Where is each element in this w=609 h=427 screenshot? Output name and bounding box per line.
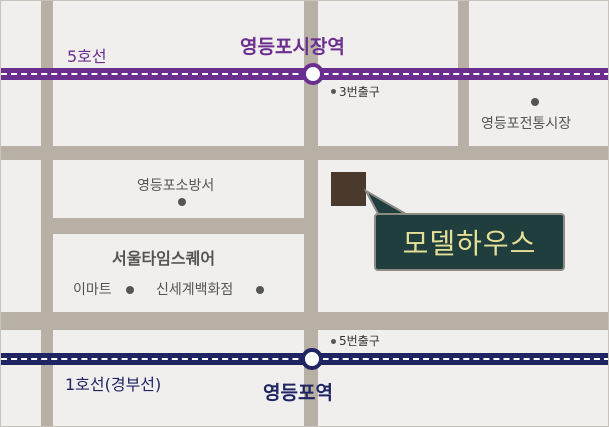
model-house-label-box: 모델하우스 — [374, 213, 565, 271]
line-5-label: 5호선 — [67, 47, 107, 66]
shinsegae-dot — [256, 286, 264, 294]
exit-3-dot — [331, 89, 336, 94]
road-horizontal-middle — [53, 218, 304, 234]
market-label: 영등포전통시장 — [481, 116, 572, 132]
model-house-label: 모델하우스 — [402, 227, 537, 260]
station-marker-yeongdeungpo — [301, 348, 323, 370]
fire-station-dot — [178, 198, 186, 206]
line-1-label: 1호선(경부선) — [65, 375, 162, 394]
model-house-location-block — [331, 172, 366, 206]
road-horizontal-upper — [1, 146, 608, 160]
station-name-yeongdeungpo: 영등포역 — [263, 382, 333, 404]
times-square-label: 서울타임스퀘어 — [112, 249, 216, 268]
emart-dot — [126, 286, 134, 294]
station-marker-yeongdeungpo-market — [302, 63, 324, 85]
station-name-yeongdeungpo-market: 영등포시장역 — [240, 36, 345, 58]
fire-station-label: 영등포소방서 — [137, 178, 215, 194]
shinsegae-label: 신세계백화점 — [156, 282, 234, 298]
exit-3-label: 3번출구 — [339, 85, 380, 99]
emart-label: 이마트 — [73, 282, 112, 298]
exit-5-dot — [331, 339, 336, 344]
market-dot — [531, 98, 539, 106]
exit-5-label: 5번출구 — [339, 334, 380, 348]
road-horizontal-lower — [1, 312, 608, 330]
